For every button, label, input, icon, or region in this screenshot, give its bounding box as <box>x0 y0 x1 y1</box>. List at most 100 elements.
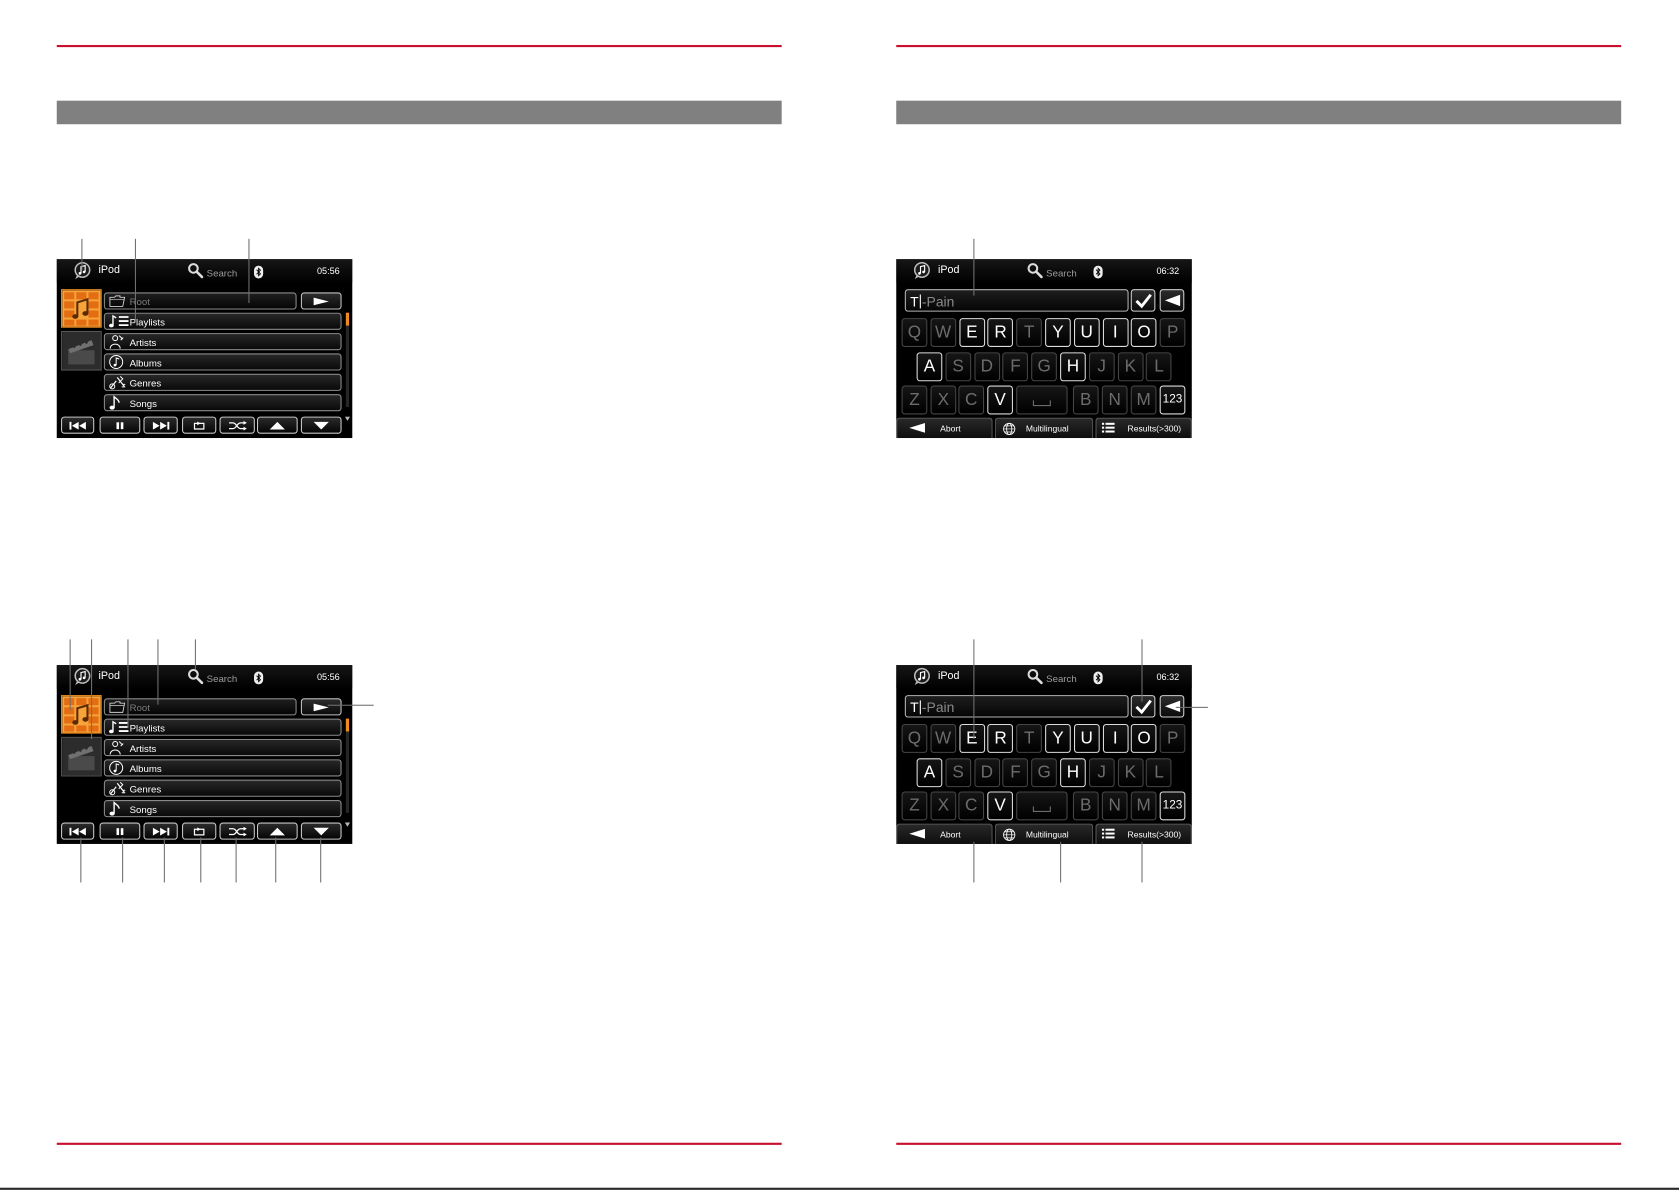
key-t[interactable]: T <box>1016 723 1043 753</box>
key-c[interactable]: C <box>958 385 985 415</box>
next-track-button[interactable] <box>143 416 178 434</box>
list-item-albums[interactable]: Albums <box>103 759 342 777</box>
key-q[interactable]: Q <box>901 318 928 347</box>
key-e[interactable]: E <box>958 723 985 753</box>
key-d[interactable]: D <box>973 758 1000 788</box>
enter-folder-button[interactable] <box>300 698 342 716</box>
list-item-genres[interactable]: Genres <box>103 373 342 391</box>
scroll-up-button[interactable] <box>256 822 298 840</box>
repeat-button[interactable] <box>182 822 217 840</box>
results-button[interactable]: Results(>300) <box>1095 823 1192 844</box>
key-y[interactable]: Y <box>1045 318 1071 347</box>
list-item-artists[interactable]: Artists <box>103 738 342 757</box>
key-a[interactable]: A <box>916 758 943 788</box>
abort-button[interactable]: Abort <box>896 417 993 439</box>
key-s[interactable]: S <box>945 758 971 788</box>
key-x[interactable]: X <box>930 385 957 415</box>
key-b[interactable]: B <box>1072 385 1099 415</box>
repeat-button[interactable] <box>182 416 217 434</box>
key-e[interactable]: E <box>958 318 985 347</box>
key-space[interactable] <box>1016 791 1068 821</box>
list-scrollbar[interactable] <box>345 718 350 813</box>
key-h[interactable]: H <box>1060 758 1086 788</box>
search-button[interactable]: Search <box>187 262 251 279</box>
pause-button[interactable] <box>99 822 141 840</box>
key-g[interactable]: G <box>1031 758 1058 788</box>
key-f[interactable]: F <box>1002 758 1029 788</box>
key-f[interactable]: F <box>1002 352 1029 382</box>
key-u[interactable]: U <box>1073 723 1100 753</box>
scroll-thumb[interactable] <box>345 312 350 326</box>
key-w[interactable]: W <box>930 723 956 753</box>
key-p[interactable]: P <box>1159 318 1186 347</box>
home-button[interactable] <box>73 667 93 687</box>
key-j[interactable]: J <box>1088 352 1115 382</box>
previous-track-button[interactable] <box>61 416 95 434</box>
key-123[interactable]: 123 <box>1159 791 1186 821</box>
scroll-up-button[interactable] <box>256 416 298 434</box>
key-o[interactable]: O <box>1131 318 1157 347</box>
search-text-input[interactable]: T-Pain <box>904 695 1129 718</box>
list-item-songs[interactable]: Songs <box>103 394 342 412</box>
key-l[interactable]: L <box>1146 352 1172 382</box>
key-i[interactable]: I <box>1102 318 1129 347</box>
list-item-artists[interactable]: Artists <box>103 333 342 351</box>
key-d[interactable]: D <box>973 352 1000 382</box>
search-button[interactable]: Search <box>1027 668 1091 685</box>
key-y[interactable]: Y <box>1045 723 1071 753</box>
key-w[interactable]: W <box>930 318 956 347</box>
video-source-button[interactable] <box>61 736 102 777</box>
enter-folder-button[interactable] <box>300 292 342 310</box>
key-z[interactable]: Z <box>901 791 928 821</box>
confirm-button[interactable] <box>1130 289 1156 312</box>
path-field[interactable]: Root <box>103 698 297 716</box>
key-h[interactable]: H <box>1060 352 1086 382</box>
key-123[interactable]: 123 <box>1159 385 1186 415</box>
pause-button[interactable] <box>99 416 141 434</box>
key-s[interactable]: S <box>945 352 971 382</box>
key-a[interactable]: A <box>916 352 943 382</box>
key-x[interactable]: X <box>930 791 957 821</box>
list-scrollbar[interactable] <box>345 312 350 407</box>
list-item-genres[interactable]: Genres <box>103 779 342 797</box>
previous-track-button[interactable] <box>61 822 95 840</box>
shuffle-button[interactable] <box>219 416 255 434</box>
key-j[interactable]: J <box>1088 758 1115 788</box>
key-z[interactable]: Z <box>901 385 928 415</box>
key-m[interactable]: M <box>1130 791 1157 821</box>
key-r[interactable]: R <box>987 723 1014 753</box>
key-n[interactable]: N <box>1101 385 1128 415</box>
key-c[interactable]: C <box>958 791 985 821</box>
key-r[interactable]: R <box>987 318 1014 347</box>
path-field[interactable]: Root <box>103 292 297 310</box>
key-k[interactable]: K <box>1117 352 1144 382</box>
home-button[interactable] <box>73 261 93 281</box>
scroll-thumb[interactable] <box>345 718 350 732</box>
scroll-down-button[interactable] <box>300 416 342 434</box>
home-button[interactable] <box>912 667 932 687</box>
search-button[interactable]: Search <box>187 668 251 685</box>
list-item-playlists[interactable]: Playlists <box>103 718 342 736</box>
list-item-playlists[interactable]: Playlists <box>103 312 342 330</box>
key-g[interactable]: G <box>1031 352 1058 382</box>
abort-button[interactable]: Abort <box>896 823 993 844</box>
key-k[interactable]: K <box>1117 758 1144 788</box>
key-m[interactable]: M <box>1130 385 1157 415</box>
music-source-button[interactable] <box>61 289 102 328</box>
key-p[interactable]: P <box>1159 723 1186 753</box>
key-b[interactable]: B <box>1072 791 1099 821</box>
search-button[interactable]: Search <box>1027 262 1091 279</box>
music-source-button[interactable] <box>61 695 102 734</box>
list-item-albums[interactable]: Albums <box>103 353 342 371</box>
backspace-button[interactable] <box>1159 695 1185 718</box>
list-item-songs[interactable]: Songs <box>103 800 342 818</box>
key-q[interactable]: Q <box>901 723 928 753</box>
results-button[interactable]: Results(>300) <box>1095 417 1192 439</box>
video-source-button[interactable] <box>61 330 102 371</box>
key-space[interactable] <box>1016 385 1068 415</box>
confirm-button[interactable] <box>1130 695 1156 718</box>
home-button[interactable] <box>912 261 932 281</box>
key-v[interactable]: V <box>987 791 1013 821</box>
multilingual-button[interactable]: Multilingual <box>994 417 1094 439</box>
shuffle-button[interactable] <box>219 822 255 840</box>
